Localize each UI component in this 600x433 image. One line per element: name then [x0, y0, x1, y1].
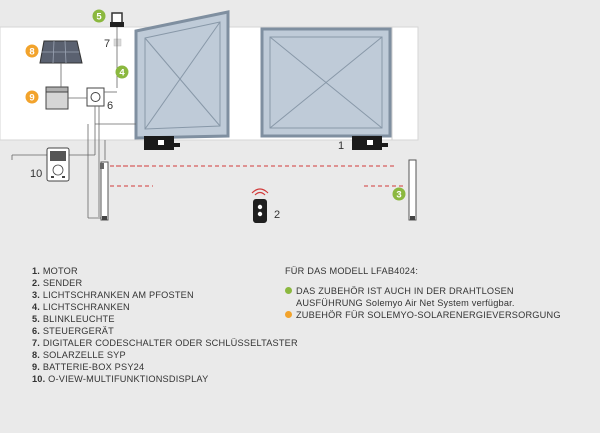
legend-item: 2. SENDER [32, 277, 298, 289]
badge-9: 9 [25, 90, 39, 104]
legend-item-number: 1. [32, 266, 41, 276]
notes-green-line1: DAS ZUBEHÖR IST AUCH IN DER DRAHTLOSEN [296, 286, 514, 296]
control-unit [86, 87, 105, 107]
legend-item-label: DIGITALER CODESCHALTER ODER SCHLÜSSELTAS… [42, 338, 298, 348]
green-dot-icon [285, 287, 292, 294]
orange-dot-icon [285, 311, 292, 318]
badge-8: 8 [25, 44, 39, 58]
legend-item-label: LICHTSCHRANKEN [42, 302, 130, 312]
motor-left [144, 136, 180, 150]
legend-item: 5. BLINKLEUCHTE [32, 313, 298, 325]
badge-5: 5 [92, 9, 106, 23]
legend-item: 9. BATTERIE-BOX PSY24 [32, 361, 298, 373]
notes-green-line2: AUSFÜHRUNG Solemyo Air Net System verfüg… [296, 298, 515, 308]
legend-item-number: 2. [32, 278, 41, 288]
label-10: 10 [30, 168, 42, 180]
badge-4: 4 [115, 65, 129, 79]
legend-item-number: 8. [32, 350, 41, 360]
svg-text:3: 3 [396, 190, 401, 201]
legend-item-label: MOTOR [42, 266, 78, 276]
notes-title: FÜR DAS MODELL LFAB4024: [285, 266, 419, 276]
label-7: 7 [104, 38, 110, 50]
o-view-display [46, 147, 70, 182]
battery-box [45, 86, 69, 110]
flashing-light [110, 12, 124, 27]
legend-item-number: 6. [32, 326, 41, 336]
svg-text:4: 4 [119, 68, 125, 79]
right-gate-leaf [260, 27, 392, 138]
transmitter [251, 188, 269, 223]
svg-text:8: 8 [29, 47, 34, 58]
label-2: 2 [274, 209, 280, 221]
wiring [11, 27, 136, 219]
legend-item-label: SENDER [42, 278, 83, 288]
label-1: 1 [338, 140, 344, 152]
legend-item-label: BATTERIE-BOX PSY24 [42, 362, 145, 372]
notes-orange-line: ZUBEHÖR FÜR SOLEMYO-SOLARENERGIEVERSORGU… [296, 310, 561, 320]
legend-item: 1. MOTOR [32, 265, 298, 277]
solar-panel [39, 40, 83, 64]
legend-item-number: 9. [32, 362, 41, 372]
photocell-post-right [408, 159, 417, 221]
legend-item: 7. DIGITALER CODESCHALTER ODER SCHLÜSSEL… [32, 337, 298, 349]
legend-item-number: 7. [32, 338, 41, 348]
legend-item: 6. STEUERGERÄT [32, 325, 298, 337]
svg-text:9: 9 [29, 93, 34, 104]
legend-item: 8. SOLARZELLE SYP [32, 349, 298, 361]
notes-green-row: DAS ZUBEHÖR IST AUCH IN DER DRAHTLOSEN [285, 285, 561, 297]
legend-item-number: 5. [32, 314, 41, 324]
legend-item-label: BLINKLEUCHTE [42, 314, 115, 324]
legend-item-label: LICHTSCHRANKEN AM PFOSTEN [42, 290, 194, 300]
legend-item-label: O-VIEW-MULTIFUNKTIONSDISPLAY [48, 374, 209, 384]
badge-3: 3 [392, 187, 406, 201]
model-notes: FÜR DAS MODELL LFAB4024: DAS ZUBEHÖR IST… [285, 265, 561, 321]
photocell-post-left [100, 161, 109, 221]
notes-green-row-2: AUSFÜHRUNG Solemyo Air Net System verfüg… [285, 297, 561, 309]
svg-text:5: 5 [96, 12, 102, 23]
left-gate-leaf [134, 10, 230, 140]
legend-item-number: 3. [32, 290, 41, 300]
legend-item: 10. O-VIEW-MULTIFUNKTIONSDISPLAY [32, 373, 298, 385]
legend-item-number: 10. [32, 374, 46, 384]
legend-item-label: SOLARZELLE SYP [42, 350, 126, 360]
keypad [113, 38, 122, 47]
motor-right [352, 136, 388, 150]
legend-item-number: 4. [32, 302, 41, 312]
notes-orange-row: ZUBEHÖR FÜR SOLEMYO-SOLARENERGIEVERSORGU… [285, 309, 561, 321]
label-6: 6 [107, 100, 113, 112]
legend-item-label: STEUERGERÄT [42, 326, 114, 336]
legend-item: 3. LICHTSCHRANKEN AM PFOSTEN [32, 289, 298, 301]
legend-item: 4. LICHTSCHRANKEN [32, 301, 298, 313]
